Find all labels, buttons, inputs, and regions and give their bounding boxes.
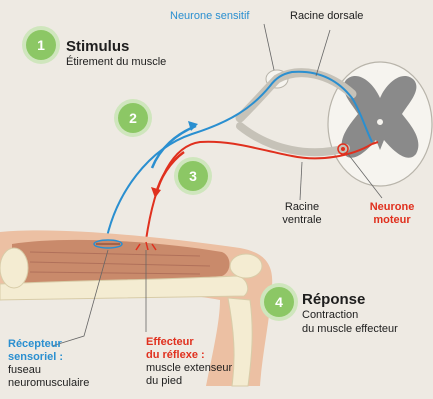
stimulus-title: Stimulus (66, 38, 129, 55)
response-desc-line-1: Contraction (302, 309, 358, 322)
motor-arrowhead (151, 187, 161, 198)
dorsal-root-leader (316, 30, 330, 76)
motor-neuron-line-1: Neurone (360, 201, 424, 214)
step-2-badge: 2 (118, 103, 148, 133)
receptor-line-1: Récepteur (8, 338, 89, 351)
effector-line-2: du réflexe : (146, 349, 232, 362)
sensory-neuron-leader (264, 24, 274, 70)
receptor-line-2: sensoriel : (8, 351, 89, 364)
knee-joint (230, 254, 262, 278)
motor-neuron-line-2: moteur (360, 214, 424, 227)
step-1-badge: 1 (26, 30, 56, 60)
effector-label: Effecteur du réflexe : muscle extenseur … (146, 336, 232, 388)
sensory-neuron-label: Neurone sensitif (170, 10, 250, 23)
effector-line-4: du pied (146, 375, 232, 388)
ventral-root-leader (300, 162, 302, 200)
step-4-badge: 4 (264, 287, 294, 317)
spinal-cord-section (328, 62, 432, 186)
motor-neuron-label: Neurone moteur (360, 201, 424, 227)
step-3-badge: 3 (178, 161, 208, 191)
dorsal-root-label: Racine dorsale (290, 10, 363, 23)
ventral-root-label: Racine ventrale (274, 201, 330, 227)
effector-line-3: muscle extenseur (146, 362, 232, 375)
stimulus-description: Étirement du muscle (66, 56, 166, 69)
effector-line-1: Effecteur (146, 336, 232, 349)
ventral-root-line-2: ventrale (274, 214, 330, 227)
central-canal (377, 119, 383, 125)
response-desc-line-2: du muscle effecteur (302, 323, 398, 336)
receptor-line-3: fuseau (8, 364, 89, 377)
heel-bone (0, 248, 28, 288)
receptor-line-4: neuromusculaire (8, 377, 89, 390)
response-title: Réponse (302, 291, 365, 308)
receptor-label: Récepteur sensoriel : fuseau neuromuscul… (8, 338, 89, 390)
sensory-neuron-path (105, 72, 372, 246)
ventral-root-line-1: Racine (274, 201, 330, 214)
